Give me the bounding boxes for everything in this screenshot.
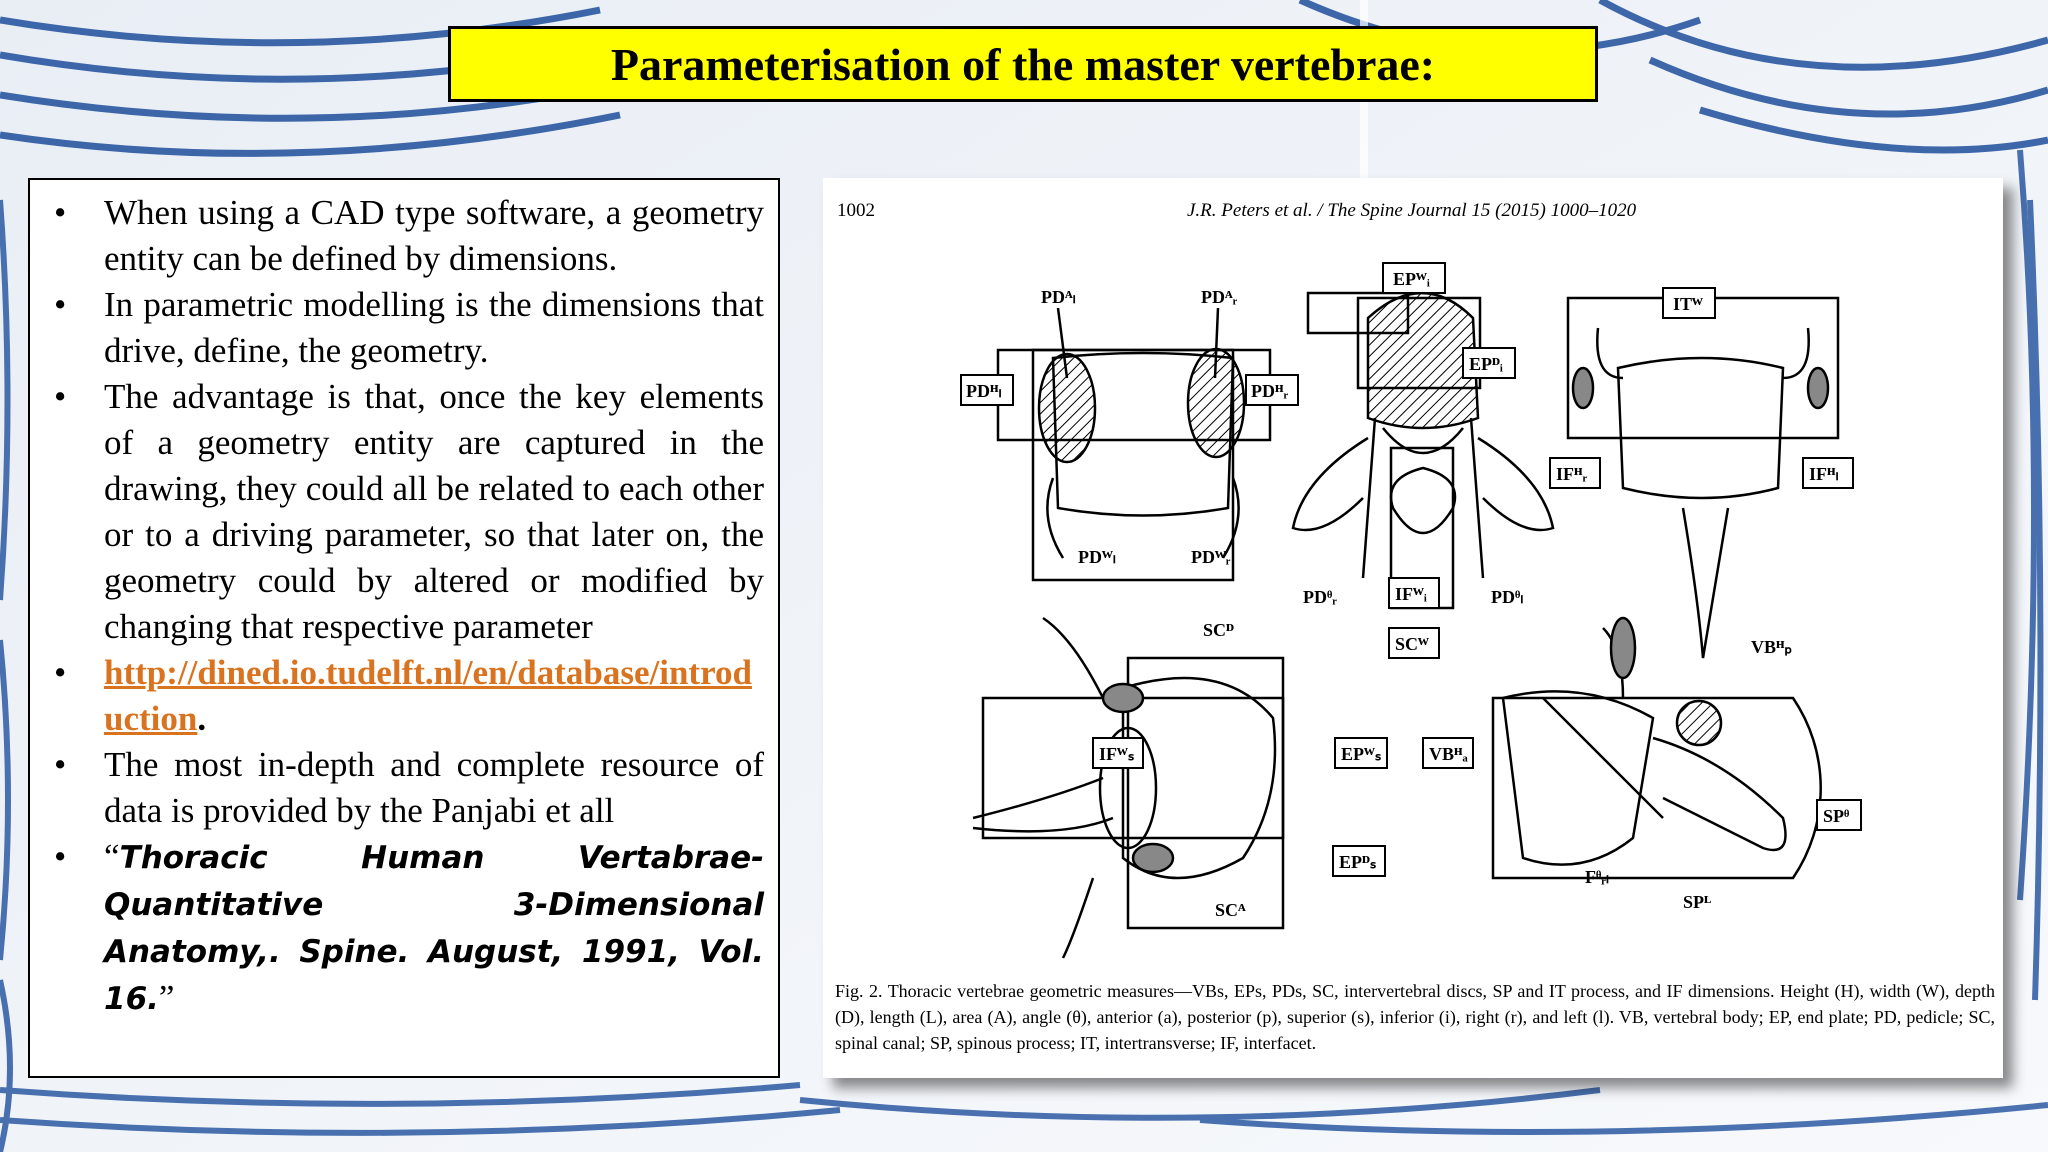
label-pd-w-r: PDᵂᵣ [1191, 547, 1231, 567]
label-ep-d-i: EPᴰᵢ [1469, 354, 1503, 374]
bullet-item: •When using a CAD type software, a geome… [40, 190, 764, 282]
bullet-item: •The most in-depth and complete resource… [40, 742, 764, 834]
label-if-w-i: IFᵂᵢ [1395, 584, 1427, 604]
label-ep-w-s: EPᵂₛ [1341, 744, 1382, 764]
label-vb-h-a: VBᴴₐ [1429, 744, 1469, 764]
bullet-dot: • [54, 377, 67, 416]
bullet-dot: • [54, 745, 67, 784]
view-spinal-canal [972, 616, 1285, 959]
reference-citation: Thoracic Human Vertabrae- Quantitative 3… [104, 840, 764, 1017]
view-intertransverse [1566, 296, 1840, 659]
bullet-item: •The advantage is that, once the key ele… [40, 374, 764, 650]
title-banner: Parameterisation of the master vertebrae… [448, 26, 1598, 102]
view-pedicles [996, 307, 1272, 582]
label-sp-l: SPᴸ [1683, 892, 1711, 912]
diagram-label-boxes [960, 262, 1862, 877]
label-f-theta-rl: Fᶿᵣₗ [1585, 867, 1609, 887]
view-endplate [1291, 291, 1555, 610]
bullet-item: • http://dined.io.tudelft.nl/en/database/… [40, 650, 764, 742]
label-sc-w: SCᵂ [1395, 634, 1429, 654]
label-if-w-s: IFᵂₛ [1099, 744, 1135, 764]
bullet-dot: • [54, 653, 67, 692]
label-sp-theta: SPᶿ [1823, 806, 1850, 826]
vertebrae-diagram: PDᴬₗ PDᴬᵣ PDᴴₗ PDᴴᵣ PDᵂₗ PDᵂᵣ EPᵂᵢ EPᴰᵢ … [960, 262, 1862, 959]
label-pd-a-r: PDᴬᵣ [1201, 287, 1238, 307]
label-pd-theta-r: PDᶿᵣ [1303, 587, 1337, 607]
figure-caption: Fig. 2. Thoracic vertebrae geometric mea… [835, 981, 1995, 1053]
label-pd-theta-l: PDᶿₗ [1491, 587, 1523, 607]
bullet-item: •“Thoracic Human Vertabrae- Quantitative… [40, 834, 764, 1022]
page-number: 1002 [837, 200, 875, 221]
label-pd-a-l: PDᴬₗ [1041, 287, 1076, 307]
label-sc-a: SCᴬ [1215, 900, 1246, 920]
label-vb-h-p: VBᴴₚ [1751, 637, 1792, 657]
view-lateral [1491, 616, 1822, 880]
bullet-list: •When using a CAD type software, a geome… [40, 190, 764, 1022]
label-if-h-l: IFᴴₗ [1809, 464, 1839, 484]
label-sc-d: SCᴰ [1203, 620, 1234, 640]
bullet-dot: • [54, 837, 67, 876]
label-pd-w-l: PDᵂₗ [1078, 547, 1116, 567]
label-pd-h-l: PDᴴₗ [966, 381, 1001, 401]
label-ep-w-i: EPᵂᵢ [1393, 269, 1430, 289]
bullet-panel: •When using a CAD type software, a geome… [28, 178, 780, 1078]
label-if-h-r: IFᴴᵣ [1556, 464, 1587, 484]
bullet-item: •In parametric modelling is the dimensio… [40, 282, 764, 374]
database-link[interactable]: http://dined.io.tudelft.nl/en/database/i… [104, 653, 752, 738]
slide-title: Parameterisation of the master vertebrae… [610, 38, 1436, 90]
bullet-dot: • [54, 193, 67, 232]
journal-header: J.R. Peters et al. / The Spine Journal 1… [1187, 200, 1637, 221]
label-pd-h-r: PDᴴᵣ [1251, 381, 1288, 401]
label-it-w: ITᵂ [1673, 294, 1703, 314]
bullet-dot: • [54, 285, 67, 324]
label-ep-d-s: EPᴰₛ [1339, 852, 1377, 872]
figure-card: 1002 J.R. Peters et al. / The Spine Jour… [823, 178, 2003, 1078]
